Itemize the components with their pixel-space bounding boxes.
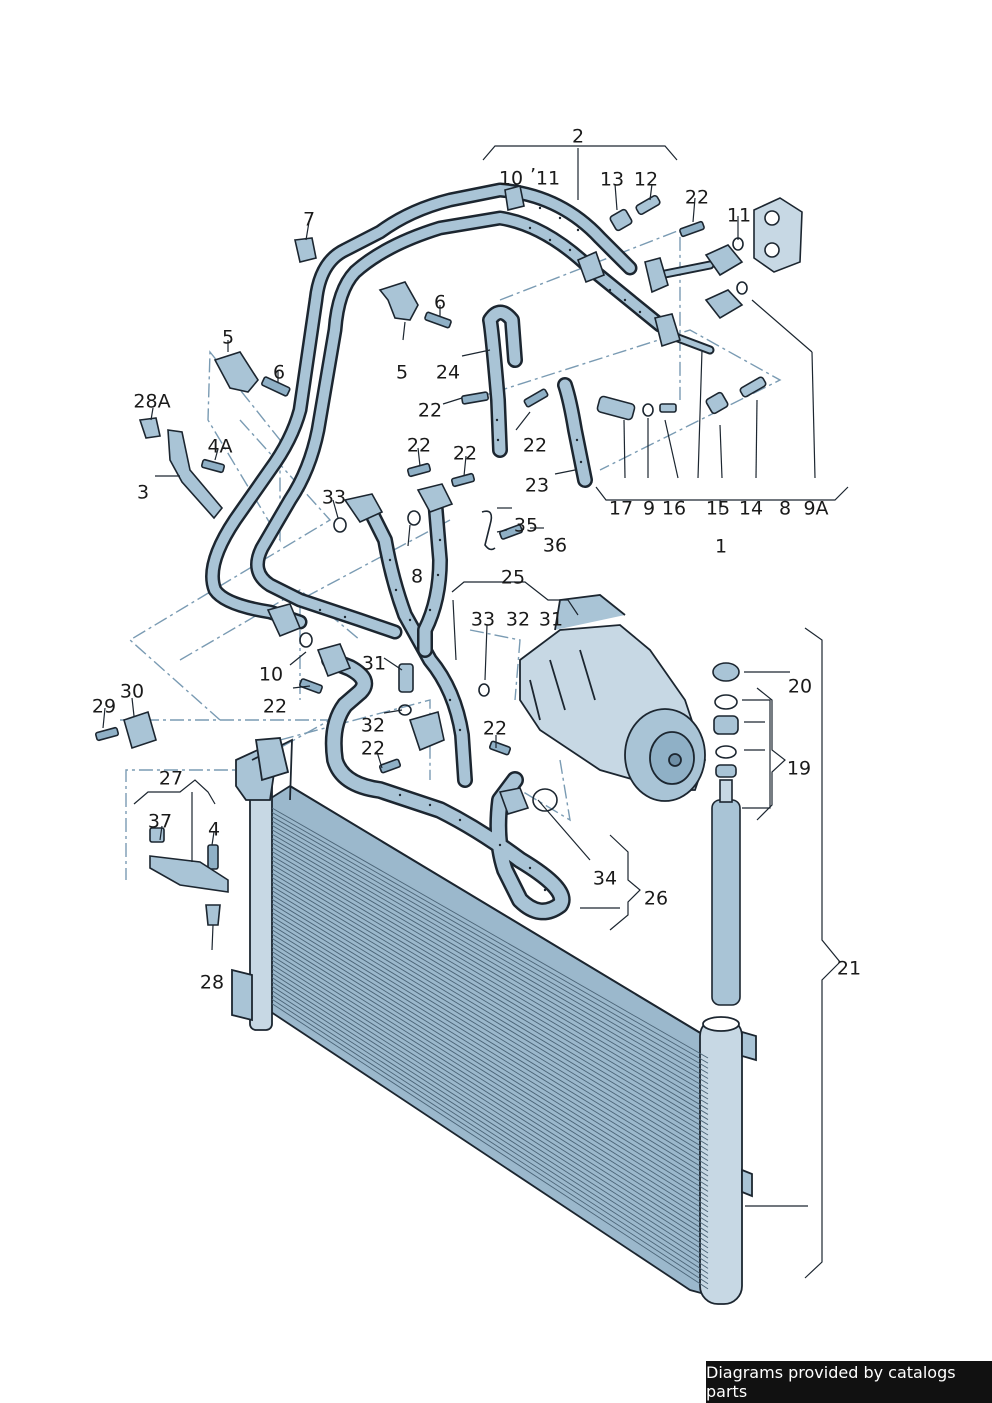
callout-label: 33 [471, 609, 495, 631]
callout-label: 17 [609, 498, 633, 520]
callout-label: 14 [739, 498, 763, 520]
callout-label: 23 [525, 475, 549, 497]
callout-label: 33 [322, 487, 346, 509]
callout-leader-lines [102, 145, 849, 1279]
callout-label: 32 [361, 715, 385, 737]
callout-label: 31 [539, 609, 563, 631]
callout-label: 3 [137, 482, 149, 504]
callout-label: 21 [837, 958, 861, 980]
callout-label: 5 [396, 362, 408, 384]
callout-label: 4 [208, 819, 220, 841]
callout-label: 34 [593, 868, 617, 890]
callout-label: 6 [434, 292, 446, 314]
callout-label: 8 [411, 566, 423, 588]
callout-label: 22 [483, 718, 507, 740]
callout-label: 29 [92, 696, 116, 718]
callout-label: 22 [523, 435, 547, 457]
callout-label: 11 [727, 205, 751, 227]
callout-label: 22 [418, 400, 442, 422]
callout-label: 22 [263, 696, 287, 718]
callout-label: 4A [207, 436, 232, 458]
receiver-drier [711, 662, 741, 1006]
callout-label: 10 [259, 664, 283, 686]
callout-label: 16 [662, 498, 686, 520]
callout-label: 30 [120, 681, 144, 703]
callout-label: 22 [407, 435, 431, 457]
callout-label: ’ [530, 165, 536, 187]
hose-texture [318, 198, 642, 892]
callout-label: 15 [706, 498, 730, 520]
callout-label: 31 [362, 653, 386, 675]
ac-compressor [519, 594, 706, 802]
callout-label: 19 [787, 758, 811, 780]
callout-label: 11 [536, 168, 560, 190]
callout-label: 8 [779, 498, 791, 520]
callout-label: 13 [600, 169, 624, 191]
callout-label: 35 [514, 515, 538, 537]
callout-label: 28A [133, 391, 170, 413]
callout-label: 27 [159, 768, 183, 790]
callout-label: 24 [436, 362, 460, 384]
callout-label: 25 [501, 567, 525, 589]
callout-label: 5 [222, 327, 234, 349]
condenser-fins [271, 807, 709, 1290]
callout-label: 12 [634, 169, 658, 191]
callout-label: 37 [148, 811, 172, 833]
callout-label: 10 [499, 168, 523, 190]
callout-label: 9 [643, 498, 655, 520]
callout-label: 1 [715, 536, 727, 558]
ac-condenser [231, 737, 757, 1305]
callout-label: 36 [543, 535, 567, 557]
catalog-credit: Diagrams provided by catalogs parts [706, 1361, 992, 1403]
callout-label: 26 [644, 888, 668, 910]
callout-label: 22 [361, 738, 385, 760]
callout-label: 7 [303, 209, 315, 231]
callout-label: 22 [453, 443, 477, 465]
callout-label: 22 [685, 187, 709, 209]
callout-label: 32 [506, 609, 530, 631]
callout-label: 9A [803, 498, 828, 520]
callout-label: 28 [200, 972, 224, 994]
callout-label: 6 [273, 362, 285, 384]
callout-label: 20 [788, 676, 812, 698]
callout-label: 2 [572, 126, 584, 148]
